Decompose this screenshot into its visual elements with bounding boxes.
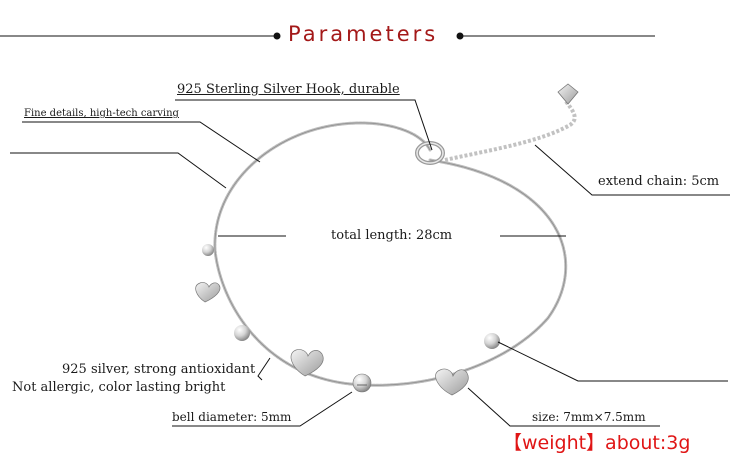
header-divider xyxy=(0,32,655,40)
leader-lines xyxy=(10,99,730,427)
total-length-annotation: total length: 28cm xyxy=(331,228,453,243)
page-title: Parameters xyxy=(288,22,439,46)
anklet-chain xyxy=(213,121,568,387)
heart-charms xyxy=(195,282,469,396)
charm-size-annotation: size: 7mm×7.5mm xyxy=(532,410,646,424)
bell-charms xyxy=(352,373,372,393)
end-tag-icon xyxy=(557,83,579,105)
weight-annotation: 【weight】about:3g xyxy=(503,432,691,454)
silver-beads xyxy=(202,244,500,349)
bell-diameter-annotation: bell diameter: 5mm xyxy=(172,410,292,424)
extend-chain-annotation: extend chain: 5cm xyxy=(598,174,720,189)
fine-details-annotation: Fine details, high-tech carving xyxy=(24,108,179,119)
silver-annotation-line2: Not allergic, color lasting bright xyxy=(12,380,226,395)
extend-chain xyxy=(444,83,579,162)
hook-annotation: 925 Sterling Silver Hook, durable xyxy=(177,82,400,97)
silver-annotation-line1: 925 silver, strong antioxidant xyxy=(62,362,256,377)
